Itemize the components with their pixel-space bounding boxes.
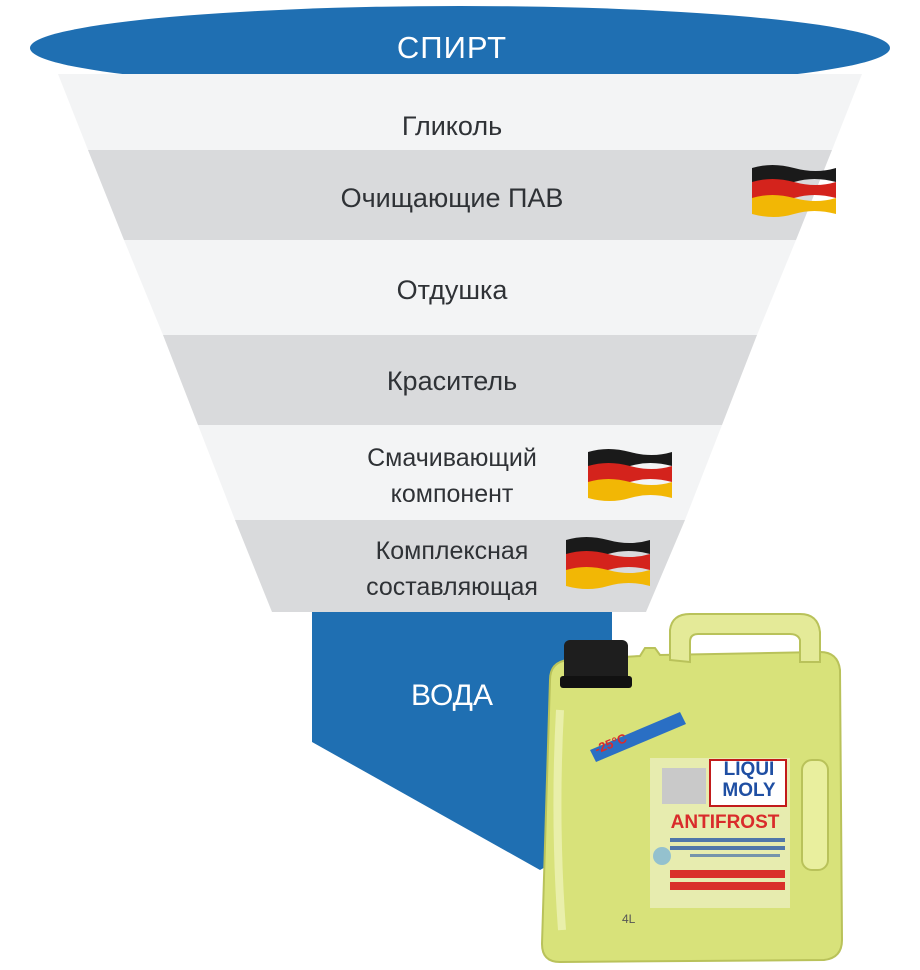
temperature-ribbon [590,712,686,762]
canister-side-grip [801,759,829,871]
layer-label-wetting-line1: Смачивающий [367,444,537,472]
canister-handle [669,613,821,664]
layer-label-complex-line2: составляющая [366,573,538,601]
funnel-layer-dye [163,335,757,425]
antifrost-canister-image [540,613,844,964]
brand-logo-line2: MOLY [722,780,776,801]
funnel-top-ellipse [30,6,890,90]
funnel-layer-surfactants [88,150,832,240]
layer-label-water: ВОДА [410,679,494,712]
layer-label-dye: Краситель [386,366,518,396]
brand-block [709,759,787,807]
german-flag-icon [566,537,650,589]
funnel-layer-fragrance [124,240,796,335]
german-flag-icon [588,449,672,501]
layer-label-glycol: Гликоль [401,111,503,141]
product-name: ANTIFROST [670,812,780,833]
funnel-layer-glycol [58,74,862,150]
layer-label-wetting: Смачивающий компонент [367,440,537,512]
layer-label-surfactants: Очищающие ПАВ [340,183,564,213]
canister-emblem [653,847,671,865]
layer-label-spirit: СПИРТ [396,30,508,65]
layer-label-complex-line1: Комплексная [375,537,529,565]
canister-cap [564,640,628,684]
volume-label: 4L [622,912,636,926]
german-flag-icon [752,165,836,217]
layer-label-fragrance: Отдушка [396,275,508,305]
layer-label-wetting-line2: компонент [390,480,514,508]
layer-label-complex: Комплексная составляющая [366,533,538,605]
funnel-tip-water [312,612,612,870]
brand-logo-line1: LIQUI [723,759,775,780]
